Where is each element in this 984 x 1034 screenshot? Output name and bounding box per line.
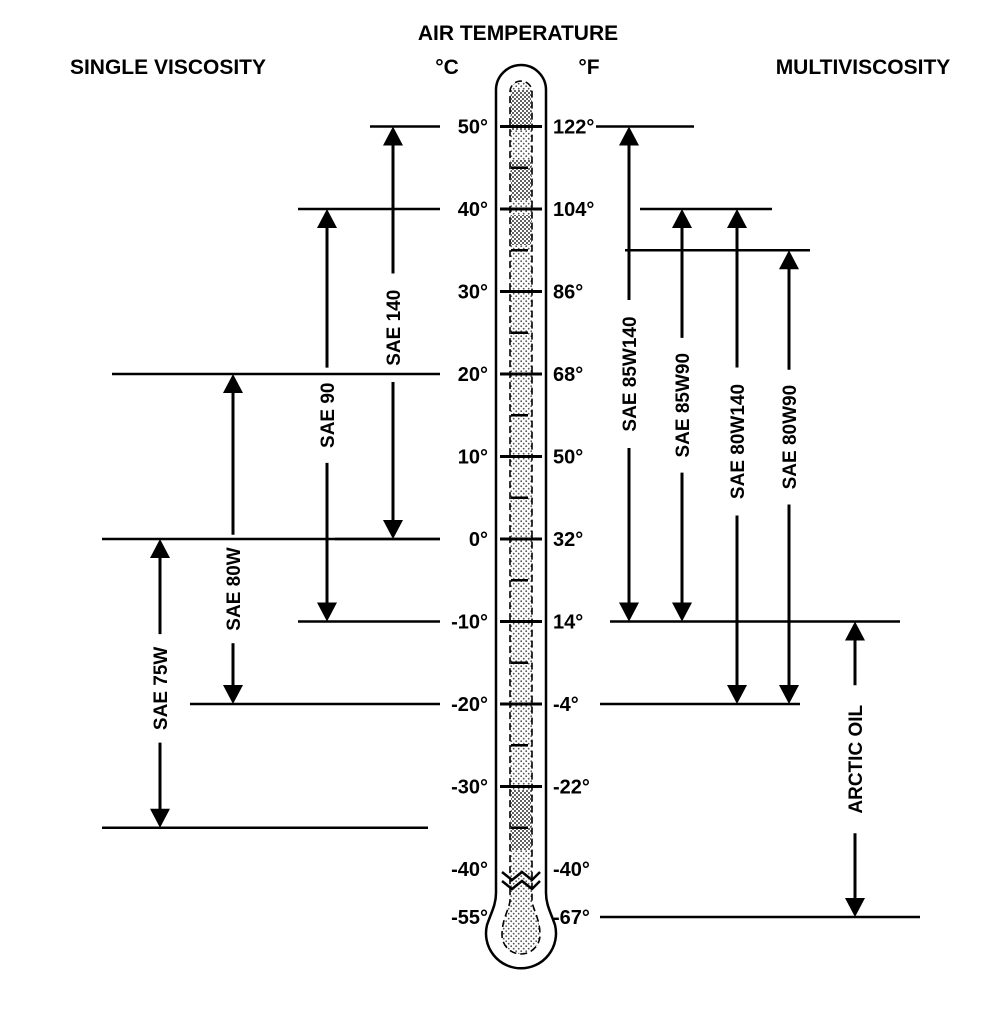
range-label: SAE 85W90	[673, 353, 694, 458]
range-arctic-oil: ARCTIC OIL	[600, 621, 920, 919]
fahrenheit-tick-label: 104°	[553, 199, 594, 221]
range-label: SAE 90	[318, 383, 339, 448]
range-label: SAE 75W	[151, 647, 172, 730]
fahrenheit-tick-label: 68°	[553, 364, 583, 386]
fahrenheit-tick-label: 32°	[553, 529, 583, 551]
celsius-tick-label: -40°	[451, 859, 488, 881]
range-label: SAE 80W140	[728, 384, 749, 499]
celsius-tick-label: -30°	[451, 777, 488, 799]
arrow-down-icon	[845, 898, 865, 917]
arrow-down-icon	[383, 520, 403, 539]
arrow-down-icon	[727, 685, 747, 704]
range-sae-75w: SAE 75W	[102, 539, 428, 829]
fahrenheit-tick-label: 50°	[553, 447, 583, 469]
range-label: SAE 80W	[224, 547, 245, 630]
arrow-up-icon	[727, 209, 747, 228]
fahrenheit-tick-label: -40°	[553, 859, 590, 881]
arrow-down-icon	[317, 602, 337, 622]
arrow-up-icon	[619, 126, 639, 146]
fahrenheit-tick-label: 86°	[553, 282, 583, 304]
range-sae-80w140: SAE 80W140	[600, 209, 800, 706]
thermometer-tick-marks	[500, 125, 542, 829]
arrow-up-icon	[779, 250, 799, 270]
celsius-tick-label: 10°	[458, 447, 488, 469]
range-sae-85w90: SAE 85W90	[640, 207, 772, 622]
celsius-tick-label: 30°	[458, 282, 488, 304]
celsius-tick-label: 50°	[458, 117, 488, 139]
arrow-down-icon	[672, 602, 692, 622]
range-label: SAE 85W140	[620, 316, 641, 431]
celsius-tick-label: 0°	[469, 529, 488, 551]
celsius-tick-label: -55°	[451, 907, 488, 929]
range-sae-85w140: SAE 85W140	[596, 125, 900, 623]
celsius-unit: °C	[435, 56, 459, 79]
fahrenheit-tick-label: 14°	[553, 612, 583, 634]
arrow-down-icon	[150, 808, 170, 828]
celsius-tick-label: 20°	[458, 364, 488, 386]
thermometer	[484, 63, 558, 970]
arrow-up-icon	[150, 539, 170, 558]
fahrenheit-tick-label: -67°	[553, 907, 590, 929]
fahrenheit-tick-label: 122°	[553, 117, 594, 139]
chart-title: AIR TEMPERATURE	[418, 22, 618, 45]
arrow-up-icon	[845, 621, 865, 641]
range-sae-90: SAE 90	[298, 207, 440, 623]
temperature-scale: 50° 122° 40° 104° 30° 86° 20° 68° 10° 50° 0° 32° -10…	[451, 117, 594, 930]
right-heading: MULTIVISCOSITY	[776, 56, 951, 79]
range-label: SAE 80W90	[780, 385, 801, 490]
arrow-down-icon	[779, 685, 799, 704]
range-sae-80w90: SAE 80W90	[625, 249, 810, 704]
fahrenheit-tick-label: -4°	[553, 694, 579, 716]
arrow-up-icon	[223, 374, 243, 393]
range-label: ARCTIC OIL	[846, 705, 867, 814]
celsius-tick-label: 40°	[458, 199, 488, 221]
range-sae-140: SAE 140	[335, 125, 440, 541]
arrow-up-icon	[672, 209, 692, 228]
celsius-tick-label: -10°	[451, 612, 488, 634]
left-heading: SINGLE VISCOSITY	[70, 56, 266, 79]
arrow-up-icon	[317, 209, 337, 228]
celsius-tick-label: -20°	[451, 694, 488, 716]
range-sae-80w: SAE 80W	[112, 372, 440, 706]
arrow-down-icon	[619, 602, 639, 622]
fahrenheit-tick-label: -22°	[553, 777, 590, 799]
arrow-up-icon	[383, 126, 403, 146]
range-label: SAE 140	[384, 290, 405, 366]
arrow-down-icon	[223, 685, 243, 704]
multiviscosity-ranges: SAE 85W140 SAE 85W90 SAE 80W140 SAE 80W90AR…	[596, 125, 920, 919]
fahrenheit-unit: °F	[578, 56, 599, 79]
